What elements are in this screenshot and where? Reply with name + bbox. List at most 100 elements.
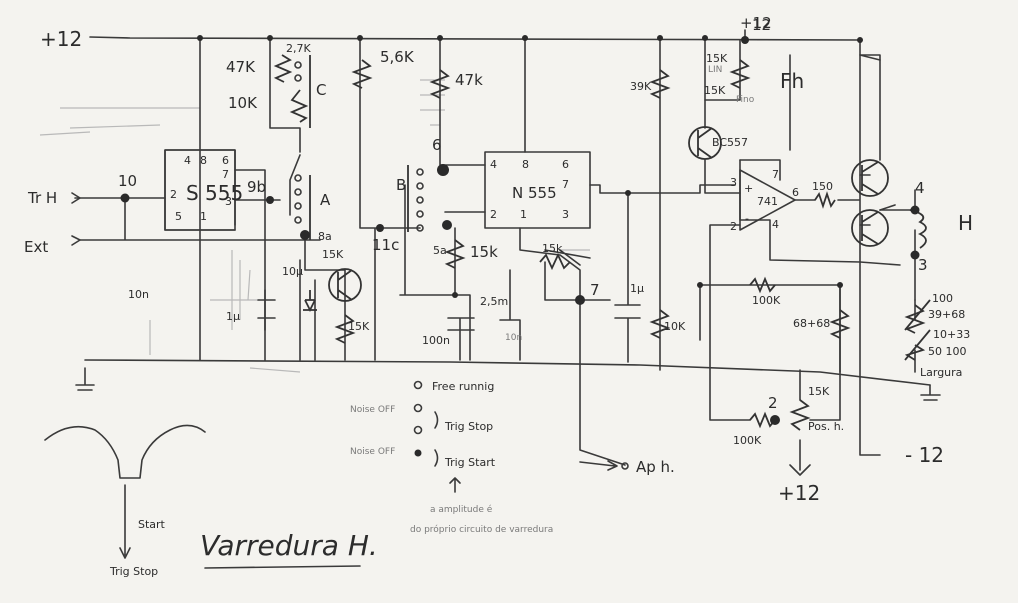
svg-text:100n: 100n — [422, 334, 450, 347]
svg-text:47K: 47K — [226, 58, 256, 76]
transistors — [303, 126, 889, 313]
svg-text:6: 6 — [792, 186, 799, 199]
svg-text:8: 8 — [522, 158, 529, 171]
svg-text:100: 100 — [932, 292, 953, 305]
svg-text:4: 4 — [490, 158, 497, 171]
svg-text:Noise OFF: Noise OFF — [350, 405, 395, 415]
resistor-2-7k — [273, 54, 293, 83]
svg-text:Largura: Largura — [920, 366, 962, 379]
svg-text:8: 8 — [200, 154, 207, 167]
svg-text:50 100: 50 100 — [928, 345, 967, 358]
svg-text:3: 3 — [730, 176, 737, 189]
svg-text:7: 7 — [590, 281, 600, 299]
output-fh: Fh — [780, 69, 804, 93]
svg-text:10n: 10n — [128, 288, 149, 301]
svg-text:100K: 100K — [733, 434, 762, 447]
resistor-10k-right — [649, 309, 671, 339]
inputs: Tr H Ext — [24, 189, 81, 256]
svg-text:10K: 10K — [228, 94, 258, 112]
erased-sketch — [39, 79, 590, 373]
svg-text:BC557: BC557 — [712, 136, 748, 149]
svg-text:B: B — [396, 176, 406, 194]
positive-rail — [89, 36, 861, 41]
capacitor-1u-b — [614, 192, 641, 363]
resistors — [273, 54, 931, 431]
svg-text:9b: 9b — [247, 178, 266, 196]
resistor-150 — [814, 191, 836, 209]
svg-text:2: 2 — [768, 394, 778, 412]
svg-text:6: 6 — [562, 158, 569, 171]
transistor-lower — [851, 209, 889, 247]
resistor-15k-pos — [789, 399, 811, 431]
svg-text:2: 2 — [490, 208, 497, 221]
legend-trig-start: Trig Start — [444, 456, 496, 469]
svg-text:Start: Start — [138, 518, 166, 531]
svg-text:15k: 15k — [470, 243, 498, 261]
svg-text:2,7K: 2,7K — [286, 42, 311, 55]
svg-text:3: 3 — [562, 208, 569, 221]
transistor-bc557 — [688, 126, 722, 160]
svg-text:5: 5 — [175, 210, 182, 223]
page-title: Varredura H. — [200, 529, 378, 562]
svg-text:7: 7 — [222, 168, 229, 181]
svg-text:do próprio circuito de varredu: do próprio circuito de varredura — [410, 524, 553, 535]
resistor-10k-top — [289, 89, 309, 123]
svg-text:2: 2 — [170, 188, 177, 201]
svg-text:7: 7 — [562, 178, 569, 191]
rail-labels: +12 +12 - 12 +12 — [40, 14, 944, 505]
svg-text:68+68: 68+68 — [793, 317, 830, 330]
resistor-15k-c — [539, 252, 571, 271]
input-ext-label: Ext — [24, 238, 48, 256]
waveform-sketch: Start Trig Stop — [44, 424, 206, 578]
resistor-39k — [649, 69, 671, 99]
svg-text:-: - — [745, 212, 749, 225]
ic-555-name: S 555 — [186, 181, 243, 205]
svg-text:7: 7 — [772, 168, 779, 181]
svg-text:1: 1 — [200, 210, 207, 223]
nodes — [120, 35, 920, 470]
opamp-name: 741 — [757, 195, 778, 208]
resistor-15k-b — [444, 239, 466, 269]
svg-text:47k: 47k — [455, 71, 483, 89]
svg-text:100K: 100K — [752, 294, 781, 307]
mode-legend: Free runnig Trig Stop Trig Start Noise O… — [350, 380, 553, 535]
output-h: H — [958, 211, 973, 235]
svg-text:4: 4 — [772, 218, 779, 231]
svg-text:11c: 11c — [372, 236, 399, 254]
output-aph-arrow — [579, 460, 618, 471]
capacitor-100n — [447, 317, 475, 361]
svg-text:Trig Stop: Trig Stop — [109, 565, 158, 578]
svg-text:6: 6 — [222, 154, 229, 167]
input-trig-label: Tr H — [27, 189, 57, 207]
svg-text:1: 1 — [520, 208, 527, 221]
ground-rail — [84, 359, 931, 386]
svg-text:12: 12 — [752, 16, 771, 34]
svg-text:10n: 10n — [505, 333, 522, 343]
resistor-10-33 — [904, 344, 926, 361]
svg-text:LIN: LIN — [708, 65, 722, 75]
input-arrow-trig — [71, 192, 81, 204]
svg-text:15K: 15K — [348, 320, 370, 333]
ic-n555: N 555 4 8 6 7 2 1 3 — [490, 158, 569, 221]
svg-text:15K: 15K — [704, 84, 726, 97]
resistor-100k-b — [749, 411, 776, 429]
ic-555: S 555 4 8 6 7 2 3 5 1 — [164, 149, 243, 231]
svg-text:3: 3 — [918, 256, 928, 274]
opamp-labels: 3 2 6 7 4 + - 741 — [730, 168, 799, 233]
svg-text:5a: 5a — [433, 244, 447, 257]
svg-text:5,6K: 5,6K — [380, 48, 415, 66]
svg-text:10: 10 — [118, 172, 137, 190]
svg-text:15K: 15K — [706, 52, 728, 65]
ground-symbol-right — [920, 384, 941, 401]
svg-text:A: A — [320, 191, 331, 209]
resistor-5-6k — [351, 59, 373, 89]
capacitor-1u — [257, 289, 276, 331]
ic-n555-box — [484, 151, 591, 229]
svg-text:6: 6 — [432, 136, 442, 154]
wiring — [74, 29, 916, 476]
svg-text:10µ: 10µ — [282, 265, 303, 278]
rail-neg-label: - 12 — [905, 443, 944, 467]
svg-text:1µ: 1µ — [226, 310, 240, 323]
svg-text:15K: 15K — [322, 248, 344, 261]
